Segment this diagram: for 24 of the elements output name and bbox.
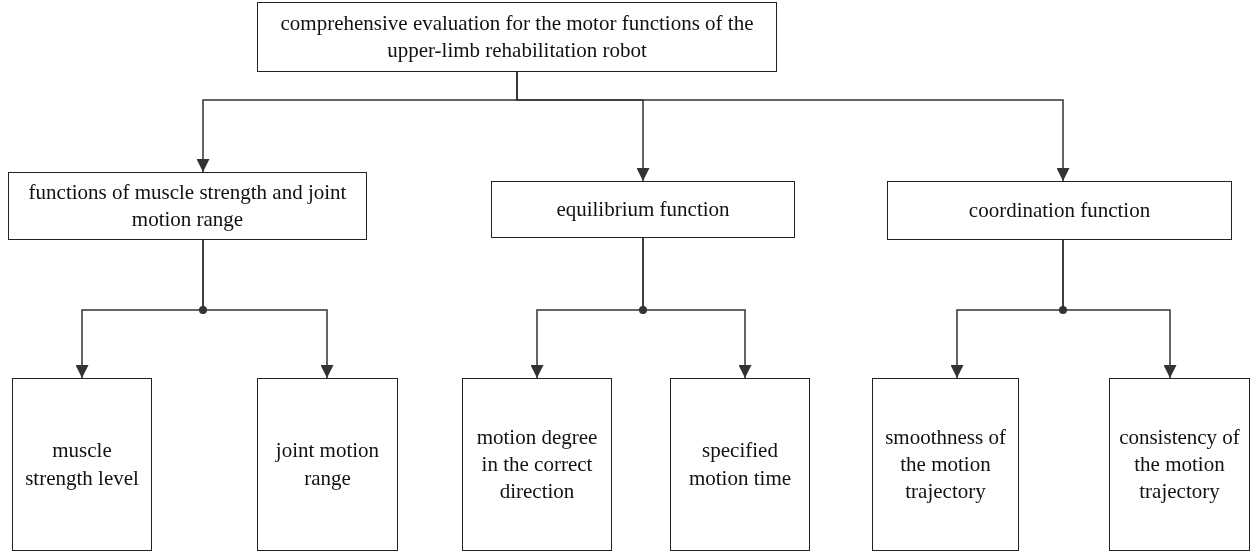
box-label: motion degree in the correct direction [475, 423, 599, 506]
process-box [491, 181, 795, 238]
arrow [642, 237, 752, 379]
arrow [1062, 239, 1177, 379]
arrow [202, 239, 334, 379]
box-label: coordination function [968, 196, 1151, 224]
box-label: comprehensive evaluation for the motor functions of the upper-limb rehabilitation robot [279, 9, 755, 64]
process-box [257, 378, 398, 551]
process-box [887, 181, 1232, 240]
box-label: consistency of the motion trajectory [1118, 423, 1241, 506]
process-box [12, 378, 152, 551]
process-box [670, 378, 810, 551]
process-box [462, 378, 612, 551]
process-box [872, 378, 1019, 551]
process-box [257, 2, 777, 72]
box-label: specified motion time [687, 437, 793, 492]
box-label: joint motion range [274, 437, 381, 492]
box-label: smoothness of the motion trajectory [884, 423, 1007, 506]
box-label: equilibrium function [556, 195, 730, 223]
process-box [1109, 378, 1250, 551]
process-box [8, 172, 367, 240]
box-label: muscle strength level [24, 437, 140, 492]
arrow [516, 71, 1070, 182]
box-label: functions of muscle strength and joint motion range [27, 178, 348, 233]
